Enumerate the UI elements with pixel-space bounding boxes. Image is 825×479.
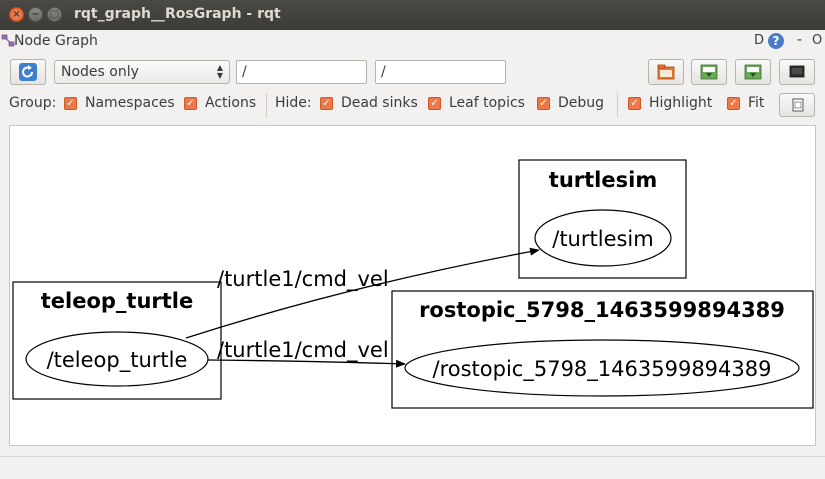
cluster-turtlesim (518, 159, 687, 279)
actions-checkbox[interactable]: ✓ (184, 97, 197, 110)
highlight-label: Highlight (649, 95, 713, 111)
cluster-teleop-turtle (12, 281, 222, 400)
leaf-topics-label: Leaf topics (449, 95, 525, 111)
leaf-topics-checkbox[interactable]: ✓ (428, 97, 441, 110)
window-minimize-button[interactable]: − (28, 7, 43, 22)
save-svg-button[interactable] (735, 59, 771, 85)
refresh-icon (19, 63, 37, 81)
window-close-button[interactable]: × (9, 7, 24, 22)
fit-checkbox[interactable]: ✓ (727, 97, 740, 110)
highlight-checkbox[interactable]: ✓ (628, 97, 641, 110)
node-turtlesim[interactable] (534, 209, 672, 267)
screen-icon (789, 65, 805, 78)
node-teleop-turtle-label: /teleop_turtle (47, 348, 188, 373)
refresh-button[interactable] (10, 59, 46, 85)
dead-sinks-label: Dead sinks (341, 95, 418, 111)
window-maximize-button[interactable]: □ (47, 7, 62, 22)
debug-checkbox[interactable]: ✓ (537, 97, 550, 110)
namespaces-checkbox[interactable]: ✓ (64, 97, 77, 110)
folder-open-icon (657, 64, 675, 80)
window-titlebar: × − □ rqt_graph__RosGraph - rqt (0, 0, 825, 30)
node-rostopic[interactable] (404, 339, 800, 397)
dead-sinks-checkbox[interactable]: ✓ (320, 97, 333, 110)
cluster-teleop-turtle-label: teleop_turtle (41, 289, 194, 313)
group-label: Group: (9, 95, 57, 111)
panel-minimize-button[interactable]: - (797, 32, 803, 48)
save-dot-button[interactable] (691, 59, 727, 85)
graph-svg: turtlesim /turtlesim teleop_turtle /tele… (12, 159, 814, 409)
topic-filter-input[interactable]: / (375, 60, 506, 84)
node-graph-icon (1, 34, 15, 47)
node-rostopic-label: /rostopic_5798_1463599894389 (433, 357, 772, 382)
graph-mode-value: Nodes only (61, 64, 139, 80)
cluster-rostopic (391, 290, 814, 409)
save-svg-icon (744, 64, 762, 80)
fit-in-view-button[interactable] (779, 93, 815, 117)
edge-to-rostopic-label: /turtle1/cmd_vel (217, 338, 389, 363)
node-filter-input[interactable]: / (236, 60, 367, 84)
edge-to-turtlesim[interactable] (185, 247, 540, 339)
node-turtlesim-label: /turtlesim (552, 227, 653, 251)
node-teleop-turtle[interactable] (25, 331, 209, 387)
fit-view-icon (792, 98, 804, 112)
graph-canvas[interactable]: turtlesim /turtlesim teleop_turtle /tele… (9, 125, 816, 446)
debug-label: Debug (558, 95, 605, 111)
help-icon[interactable]: ? (768, 33, 784, 49)
actions-label: Actions (205, 95, 257, 111)
panel-title: Node Graph (14, 33, 98, 49)
save-image-button[interactable] (779, 59, 815, 85)
window-title: rqt_graph__RosGraph - rqt (74, 6, 281, 22)
cluster-turtlesim-label: turtlesim (549, 168, 657, 192)
panel-close-button[interactable]: O (812, 33, 823, 48)
fit-label: Fit (748, 95, 765, 111)
chevron-updown-icon: ▲▼ (216, 63, 223, 80)
cluster-rostopic-label: rostopic_5798_1463599894389 (419, 298, 785, 322)
save-image-icon (700, 64, 718, 80)
edge-to-turtlesim-label: /turtle1/cmd_vel (217, 267, 389, 292)
namespaces-label: Namespaces (85, 95, 175, 111)
load-dot-button[interactable] (648, 59, 684, 85)
graph-mode-select[interactable]: Nodes only ▲▼ (54, 60, 230, 84)
edge-to-rostopic[interactable] (207, 359, 406, 368)
separator (266, 93, 267, 117)
separator (617, 93, 618, 117)
status-bar (0, 456, 825, 479)
dock-d-button[interactable]: D (754, 33, 765, 48)
hide-label: Hide: (275, 95, 312, 111)
